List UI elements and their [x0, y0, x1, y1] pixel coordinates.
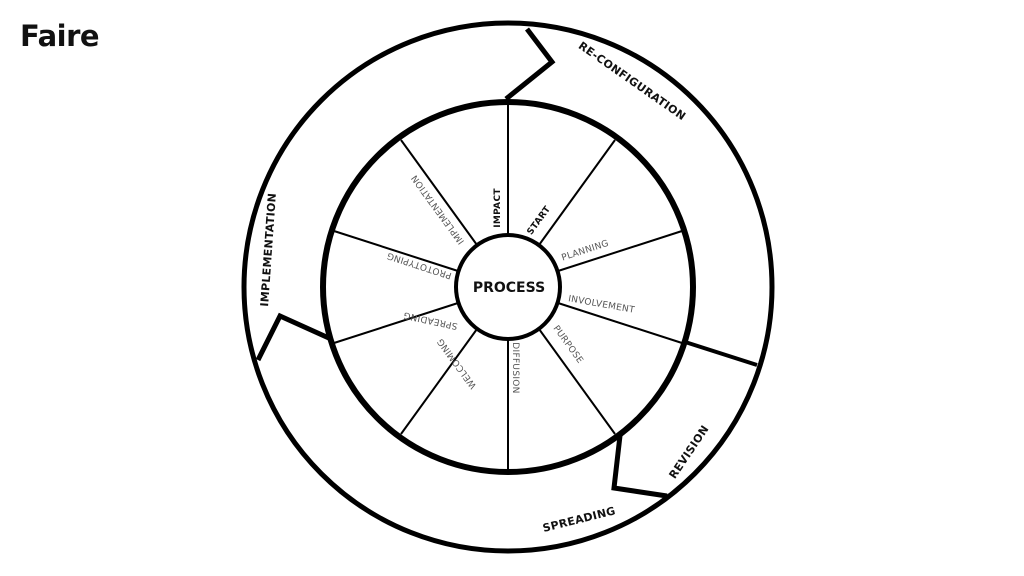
spoke: [333, 302, 459, 344]
revision-divider: [681, 339, 758, 367]
spoke: [557, 230, 683, 272]
spoke: [538, 139, 616, 246]
spreading-arrow-wedge: [611, 426, 668, 499]
implementation-arrow-wedge: [255, 312, 333, 362]
spoke: [557, 302, 683, 344]
process-hub-label: PROCESS: [473, 280, 545, 296]
process-hub: [454, 233, 562, 341]
segment-label-impact: IMPACT: [493, 188, 503, 228]
spoke: [400, 328, 478, 435]
wheel-spokes: [333, 102, 683, 472]
outer-label-revision: REVISION: [666, 423, 711, 481]
spoke: [400, 139, 478, 246]
outer-ring: [241, 20, 775, 554]
segment-label-diffusion: DIFFUSION: [510, 342, 520, 393]
spoke: [333, 230, 459, 272]
reconfiguration-arrow-wedge: [504, 27, 556, 101]
slide-title: Faire: [20, 19, 100, 53]
spoke: [538, 328, 616, 435]
outer-label-implementation: IMPLEMENTATION: [258, 192, 279, 307]
